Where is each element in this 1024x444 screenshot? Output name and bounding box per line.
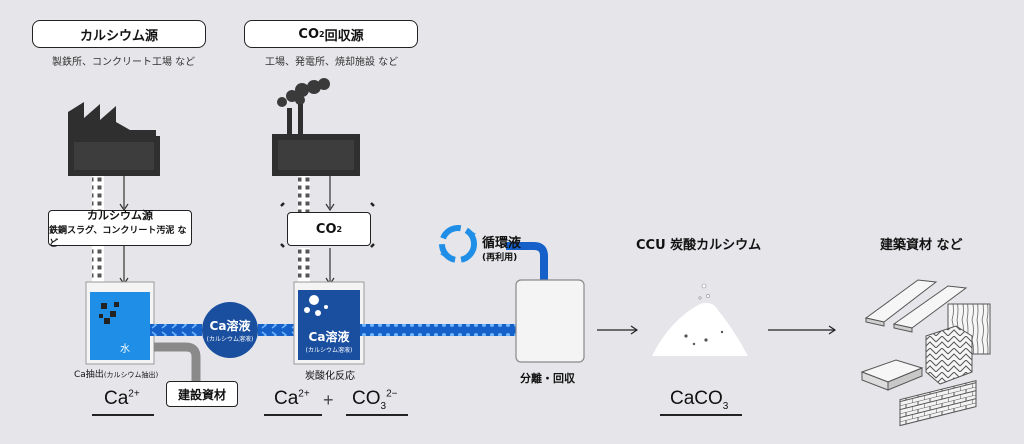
carbonation-caption: 炭酸化反応 bbox=[305, 371, 355, 382]
carbonation-tank-icon bbox=[293, 281, 365, 365]
powder-pile-icon bbox=[652, 283, 748, 356]
conveyor-icon bbox=[92, 176, 104, 210]
carbonate-ion: CO32− bbox=[352, 388, 398, 412]
calcium-source-title: カルシウム源 bbox=[32, 20, 206, 48]
extraction-caption: Ca抽出(カルシウム抽出) bbox=[74, 370, 159, 380]
separation-caption: 分離・回収 bbox=[520, 372, 575, 385]
ca-solution-label: Ca溶液 (カルシウム溶液) bbox=[206, 319, 254, 343]
co2-factory-icon bbox=[272, 78, 360, 176]
separator-tank-icon bbox=[515, 279, 585, 363]
factory-icon bbox=[68, 102, 160, 176]
recycle-pipe bbox=[506, 242, 548, 282]
ca-ion-right: Ca2+ bbox=[274, 388, 310, 409]
construction-materials-icon bbox=[860, 279, 991, 427]
co2-conveyor-icon bbox=[298, 248, 310, 282]
recycle-icon bbox=[439, 225, 477, 263]
calcium-source-examples: 製鉄所、コンクリート工場 など bbox=[52, 57, 196, 68]
materials-title: 建築資材 など bbox=[880, 238, 963, 253]
underline bbox=[660, 414, 742, 416]
ca-pipe bbox=[258, 324, 302, 336]
co2-source-examples: 工場、発電所、焼却施設 など bbox=[265, 57, 399, 68]
calcium-carbonate-formula: CaCO3 bbox=[670, 388, 729, 412]
ca-solution-node bbox=[202, 302, 258, 358]
underline bbox=[92, 414, 154, 416]
extraction-tank-icon bbox=[85, 281, 155, 365]
ca-ion-left: Ca2+ bbox=[104, 388, 140, 409]
product-title: CCU 炭酸カルシウム bbox=[636, 238, 762, 253]
water-label: 水 bbox=[120, 344, 130, 355]
calcium-source-box: カルシウム源 鉄鋼スラグ、コンクリート汚泥 など bbox=[48, 209, 192, 249]
calcium-source-box-examples: 鉄鋼スラグ、コンクリート汚泥 など bbox=[49, 226, 187, 249]
byproduct-box: 建設資材 bbox=[166, 381, 238, 407]
plus-sign: + bbox=[323, 390, 334, 410]
byproduct-pipe bbox=[154, 342, 201, 382]
underline bbox=[346, 414, 408, 416]
conveyor-icon bbox=[92, 244, 104, 284]
carbonation-solution-label: Ca溶液 (カルシウム溶液) bbox=[305, 330, 353, 354]
co2-conveyor-icon bbox=[298, 176, 310, 212]
solution-pipe bbox=[360, 324, 516, 336]
underline bbox=[264, 414, 322, 416]
calcium-source-box-title: カルシウム源 bbox=[87, 209, 153, 222]
recycle-label: 循環液 (再利用) bbox=[482, 236, 522, 263]
emphasis-icon bbox=[280, 202, 375, 248]
ca-pipe bbox=[150, 324, 202, 336]
